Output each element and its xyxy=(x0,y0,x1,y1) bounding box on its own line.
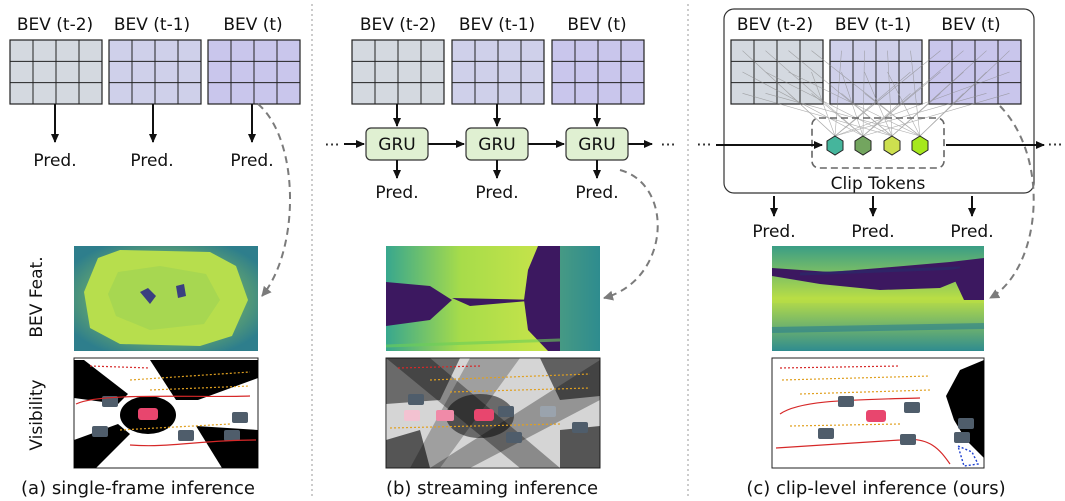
bev-feature-map-c xyxy=(771,246,985,351)
clip-token-0 xyxy=(826,135,844,156)
bev-feature-map-a xyxy=(74,246,258,351)
visibility-map-c xyxy=(771,357,985,469)
bev-grid-c-1 xyxy=(829,39,923,105)
bev-grid-b-2 xyxy=(551,39,645,105)
pred-label-a-1: Pred. xyxy=(130,151,173,171)
bev-grid-a-2 xyxy=(207,39,301,105)
bev-grid-c-2 xyxy=(928,39,1022,105)
frame-label-c-2: BEV (t) xyxy=(941,15,1000,35)
dashed-link-c xyxy=(989,105,1035,299)
caption-c: (c) clip-level inference (ours) xyxy=(746,478,1005,499)
clip-container xyxy=(723,8,1035,194)
row-label-bev-feat: BEV Feat. xyxy=(27,256,47,337)
panel-a: BEV (t-2) BEV (t-1) BEV (t) Pred. Pred. … xyxy=(9,15,301,499)
pred-label-c-2: Pred. xyxy=(950,222,993,242)
gru-label-2: GRU xyxy=(578,135,615,155)
pred-label-b-1: Pred. xyxy=(475,183,518,203)
dashed-link-a xyxy=(257,103,291,297)
dashed-link-b xyxy=(603,169,659,301)
visibility-map-a xyxy=(73,357,259,469)
frame-label-c-0: BEV (t-2) xyxy=(737,15,813,35)
pred-label-a-0: Pred. xyxy=(33,151,76,171)
frame-label-b-1: BEV (t-1) xyxy=(459,15,535,35)
clip-token-3 xyxy=(911,135,929,156)
clip-token-1 xyxy=(854,135,872,156)
row-label-visibility: Visibility xyxy=(27,379,47,450)
frame-label-a-0: BEV (t-2) xyxy=(17,15,93,35)
ellipsis-b-right: ··· xyxy=(660,135,675,154)
ellipsis-c-left: ··· xyxy=(696,135,711,154)
attention-lines xyxy=(742,50,1010,137)
pred-label-b-0: Pred. xyxy=(375,183,418,203)
frame-label-a-1: BEV (t-1) xyxy=(114,15,190,35)
ellipsis-c-right: ··· xyxy=(1047,135,1062,154)
ellipsis-b-left: ··· xyxy=(324,135,339,154)
pred-label-c-1: Pred. xyxy=(851,222,894,242)
clip-tokens-label: Clip Tokens xyxy=(831,174,926,194)
clip-tokens-box xyxy=(811,117,945,169)
visibility-map-b xyxy=(385,357,601,469)
frame-label-a-2: BEV (t) xyxy=(223,15,282,35)
pred-label-b-2: Pred. xyxy=(575,183,618,203)
bev-grid-a-0 xyxy=(9,39,103,105)
pred-label-a-2: Pred. xyxy=(230,151,273,171)
frame-label-c-1: BEV (t-1) xyxy=(835,15,911,35)
bev-grid-b-1 xyxy=(451,39,545,105)
bev-feature-map-b xyxy=(385,246,600,351)
pred-label-c-0: Pred. xyxy=(752,222,795,242)
caption-a: (a) single-frame inference xyxy=(21,478,255,499)
frame-label-b-0: BEV (t-2) xyxy=(360,15,436,35)
frame-label-b-2: BEV (t) xyxy=(567,15,626,35)
panel-c: BEV (t-2) BEV (t-1) BEV (t) Clip Tokens … xyxy=(696,8,1063,499)
bev-grid-b-0 xyxy=(351,39,445,105)
bev-grid-a-1 xyxy=(108,39,202,105)
gru-label-1: GRU xyxy=(478,135,515,155)
panel-b: BEV (t-2) BEV (t-1) BEV (t) GRU GRU GRU … xyxy=(324,15,675,499)
clip-token-2 xyxy=(883,135,901,156)
caption-b: (b) streaming inference xyxy=(386,478,598,499)
gru-label-0: GRU xyxy=(378,135,415,155)
